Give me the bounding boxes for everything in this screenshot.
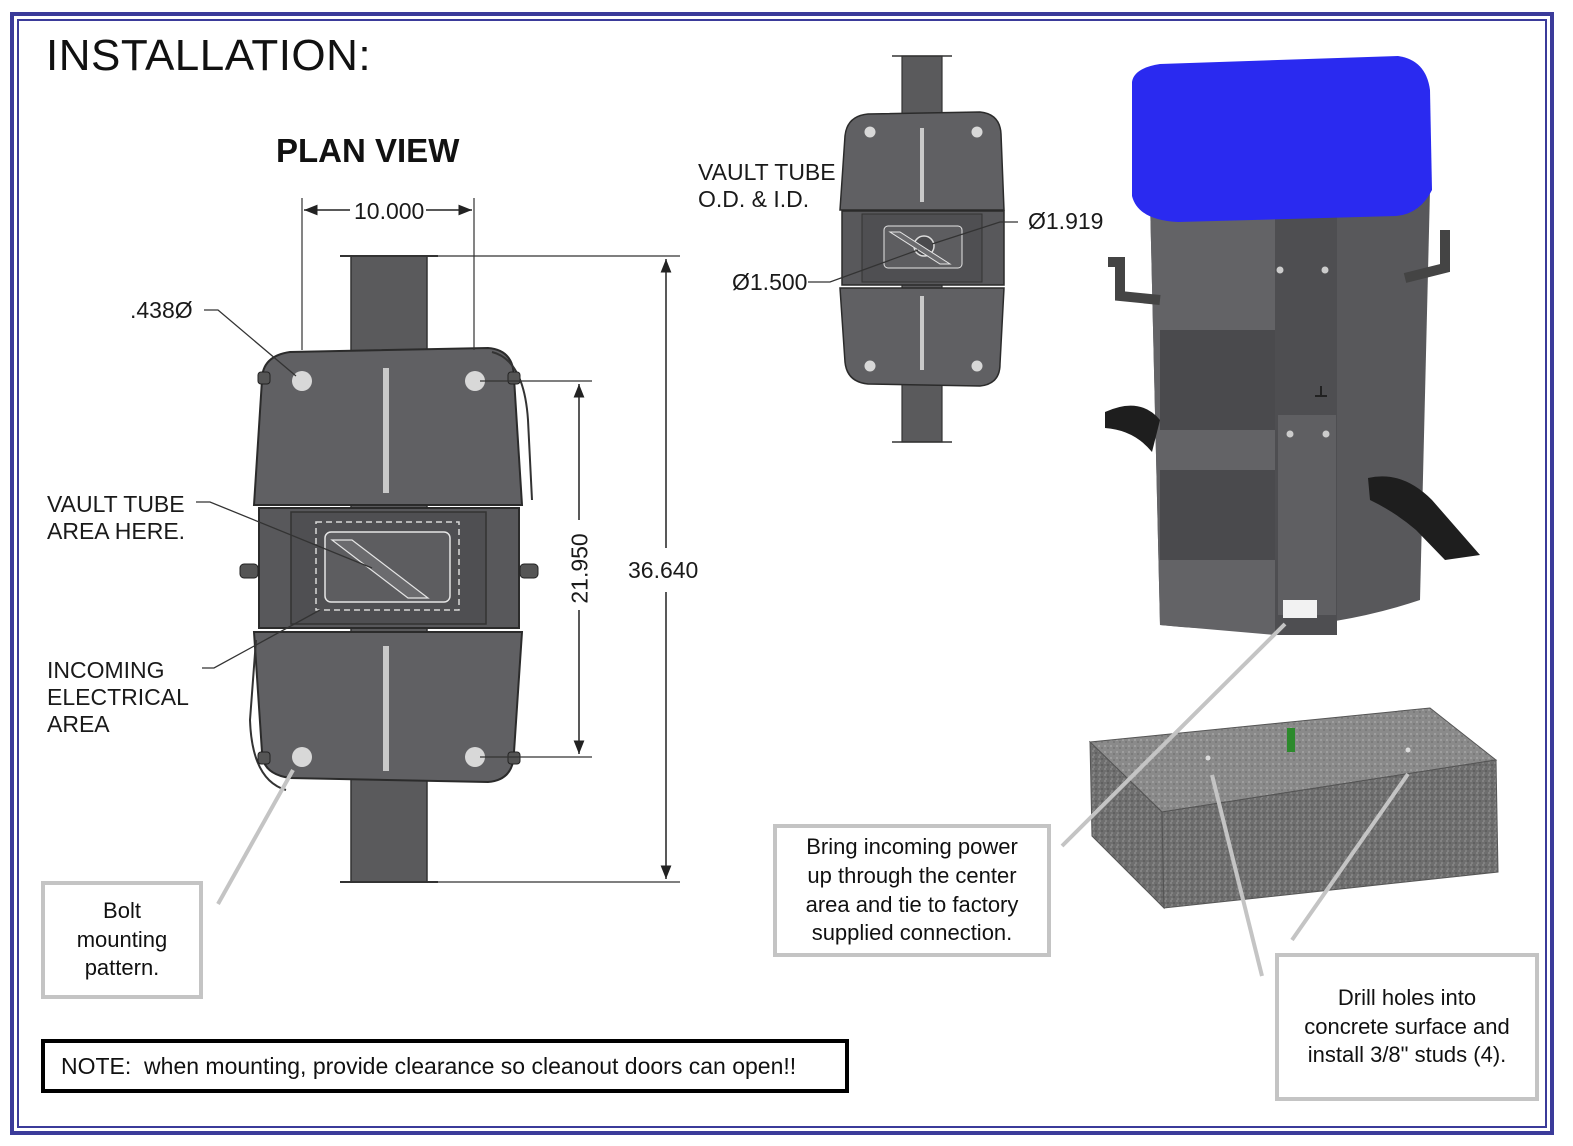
mounting-note: NOTE: when mounting, provide clearance s… <box>41 1039 849 1093</box>
plan-view-heading: PLAN VIEW <box>276 132 460 169</box>
page-title: INSTALLATION: <box>46 31 372 80</box>
drill-holes-callout: Drill holes into concrete surface and in… <box>1275 953 1539 1101</box>
unit-3d-render <box>1105 56 1480 635</box>
outer-border <box>10 12 1554 1135</box>
bolt-pattern-callout: Bolt mounting pattern. <box>41 881 203 999</box>
width-dimension: 10.000 <box>352 198 427 225</box>
vault-tube-od-id-label: VAULT TUBE O.D. & I.D. <box>698 159 836 212</box>
outer-diameter-dimension: Ø1.919 <box>1028 208 1104 234</box>
overall-length-dimension: 36.640 <box>628 557 699 584</box>
inner-border <box>17 19 1547 1128</box>
concrete-pad <box>1088 707 1499 910</box>
incoming-power-callout: Bring incoming power up through the cent… <box>773 824 1051 957</box>
vault-tube-area-label: VAULT TUBE AREA HERE. <box>47 491 186 544</box>
incoming-electrical-label: INCOMING ELECTRICAL AREA <box>47 657 189 737</box>
detail-view-drawing <box>808 55 1018 443</box>
bolt-spacing-dimension: 21.950 <box>566 530 594 607</box>
inner-diameter-dimension: Ø1.500 <box>732 269 808 295</box>
bolt-hole-diameter: .438Ø <box>130 297 193 323</box>
plan-view-drawing <box>196 198 680 883</box>
